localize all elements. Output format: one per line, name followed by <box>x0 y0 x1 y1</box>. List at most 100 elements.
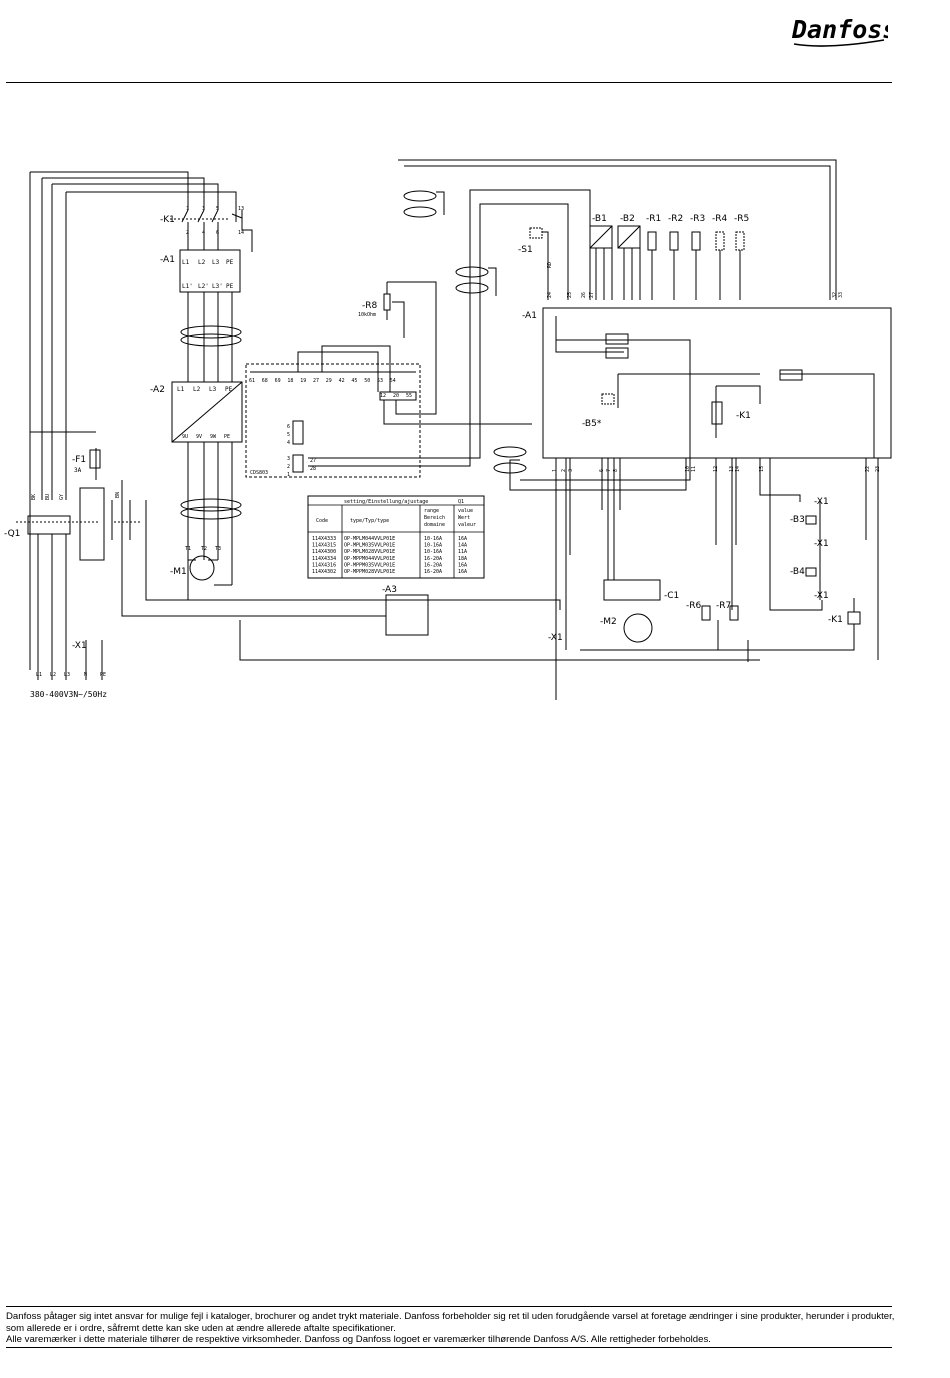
header-rule <box>6 82 892 83</box>
table-cell: 16A <box>458 562 467 568</box>
table-cell: OP-MPPM044VVLP01E <box>344 556 395 562</box>
ctrl-term-bottom: 22 <box>865 466 871 472</box>
table-cell: 114X4334 <box>312 556 336 562</box>
table-cell: 18A <box>458 556 467 562</box>
footer-disclaimer: Danfoss påtager sig intet ansvar for mul… <box>6 1311 896 1346</box>
filter-in-label: L1 <box>182 259 190 266</box>
ctrl-term-bottom: 13 <box>729 466 735 472</box>
filter-out-label: L2' <box>198 283 209 290</box>
label-r1: -R1 <box>646 214 661 224</box>
table-header: Wert <box>458 515 470 521</box>
wiring-diagram: -K1 -A1 -A2 -M1 -F1 3A -Q1 -X1 -A3 -R8 1… <box>4 159 892 700</box>
table-cell: OP-MPLM044VVLP01E <box>344 536 395 542</box>
vfd-term-side: 2 <box>287 464 290 470</box>
label-k1-ctrl: -K1 <box>736 411 751 421</box>
contactor-term-bottom: 6 <box>216 230 219 236</box>
vfd-term-top: 42 <box>339 378 345 384</box>
label-b4: -B4 <box>790 567 805 577</box>
table-cell: 16-20A <box>424 556 442 562</box>
label-r7: -R7 <box>716 601 731 611</box>
label-r8-value: 10kOhm <box>358 312 376 318</box>
vfd-term-side: 3 <box>287 456 290 462</box>
contactor-term-bottom: 4 <box>202 230 205 236</box>
ctrl-term-top: 27 <box>589 292 595 298</box>
contactor-term-top: 13 <box>238 206 244 212</box>
vfd-term-top: 54 <box>390 378 396 384</box>
table-header: Code <box>316 518 328 524</box>
table-cell: 114X4316 <box>312 562 336 568</box>
mains-label: L2 <box>50 672 56 678</box>
label-r4: -R4 <box>712 214 728 224</box>
footer-line-2: Alle varemærker i dette materiale tilhør… <box>6 1334 711 1346</box>
ctrl-term-bottom: 1 <box>552 469 558 472</box>
label-b5: -B5* <box>582 419 602 429</box>
vfd-out-label: 9V <box>196 434 202 440</box>
filter-out-label: L3' <box>212 283 223 290</box>
vfd-term-top: 18 <box>287 378 293 384</box>
label-a1-ctrl: -A1 <box>522 311 537 321</box>
mains-label: L1 <box>36 672 42 678</box>
table-header: range <box>424 508 439 514</box>
label-r8: -R8 <box>362 301 378 311</box>
table-cell: OP-MPPM028VVLP01E <box>344 569 395 575</box>
filter-in-label: PE <box>226 259 234 266</box>
ctrl-term-bottom: 12 <box>713 466 719 472</box>
vfd-term-top: 29 <box>326 378 332 384</box>
label-f1: -F1 <box>72 455 86 465</box>
motor-term-label: T2 <box>201 546 207 552</box>
label-supply: 380-400V3N~/50Hz <box>30 690 107 699</box>
wire-color-label: RD <box>547 262 553 268</box>
label-c1: -C1 <box>664 591 679 601</box>
table-cell: OP-MPLM035VVLP01E <box>344 543 395 549</box>
table-cell: 10-16A <box>424 543 442 549</box>
ctrl-term-top: 32 <box>832 292 838 298</box>
ctrl-term-top: 33 <box>838 292 844 298</box>
vfd-term-top: 50 <box>364 378 370 384</box>
vfd-out-label: 9U <box>182 434 188 440</box>
vfd-out-label: 9W <box>210 434 217 440</box>
table-cell: OP-MPLM028VVLP01E <box>344 549 395 555</box>
filter-out-label: PE <box>226 283 234 290</box>
mains-label: N <box>84 672 87 678</box>
table-cell: 10-16A <box>424 536 442 542</box>
label-b1: -B1 <box>592 214 607 224</box>
label-x1-left: -X1 <box>72 641 87 651</box>
ctrl-term-bottom: 7 <box>606 469 612 472</box>
table-cell: 114X4302 <box>312 569 336 575</box>
contactor-term-bottom: 2 <box>186 230 189 236</box>
contactor-term-top: 1 <box>186 206 189 212</box>
ctrl-term-top: 25 <box>567 292 573 298</box>
ctrl-term-bottom: 3 <box>568 469 574 472</box>
table-cell: 16-20A <box>424 569 442 575</box>
label-cds803: CDS803 <box>250 470 268 476</box>
motor-term-label: T1 <box>185 546 191 552</box>
logo-swoosh-icon <box>793 39 885 47</box>
vfd-term-top: 53 <box>377 378 383 384</box>
mains-label: PE <box>100 672 106 678</box>
vfd-term-top: 69 <box>275 378 281 384</box>
mains-label: L3 <box>64 672 70 678</box>
table-cell: 10-16A <box>424 549 442 555</box>
vfd-term-side: 4 <box>287 440 290 446</box>
table-cell: 11A <box>458 549 467 555</box>
vfd-term-low: 55 <box>406 393 412 399</box>
vfd-term-side: 6 <box>287 424 290 430</box>
label-r2: -R2 <box>668 214 683 224</box>
table-title: setting/Einstellung/ajustage <box>344 499 428 505</box>
vfd-out-label: PE <box>224 434 230 440</box>
contactor-term-top: 3 <box>202 206 205 212</box>
wire-color-label: BN <box>115 492 121 498</box>
label-x1-20: -X1 <box>814 539 829 549</box>
label-r5: -R5 <box>734 214 749 224</box>
vfd-side-wire: 27 <box>310 458 316 464</box>
wire-color-label: BU <box>45 494 51 500</box>
table-header: domaine <box>424 522 445 528</box>
contactor-term-top: 5 <box>216 206 219 212</box>
danfoss-logo: Danfoss <box>791 15 888 47</box>
vfd-in-label: PE <box>225 386 233 393</box>
table-cell: 16A <box>458 536 467 542</box>
wire-color-label: GY <box>59 494 65 500</box>
label-x1-22: -X1 <box>814 497 829 507</box>
vfd-term-top: 27 <box>313 378 319 384</box>
